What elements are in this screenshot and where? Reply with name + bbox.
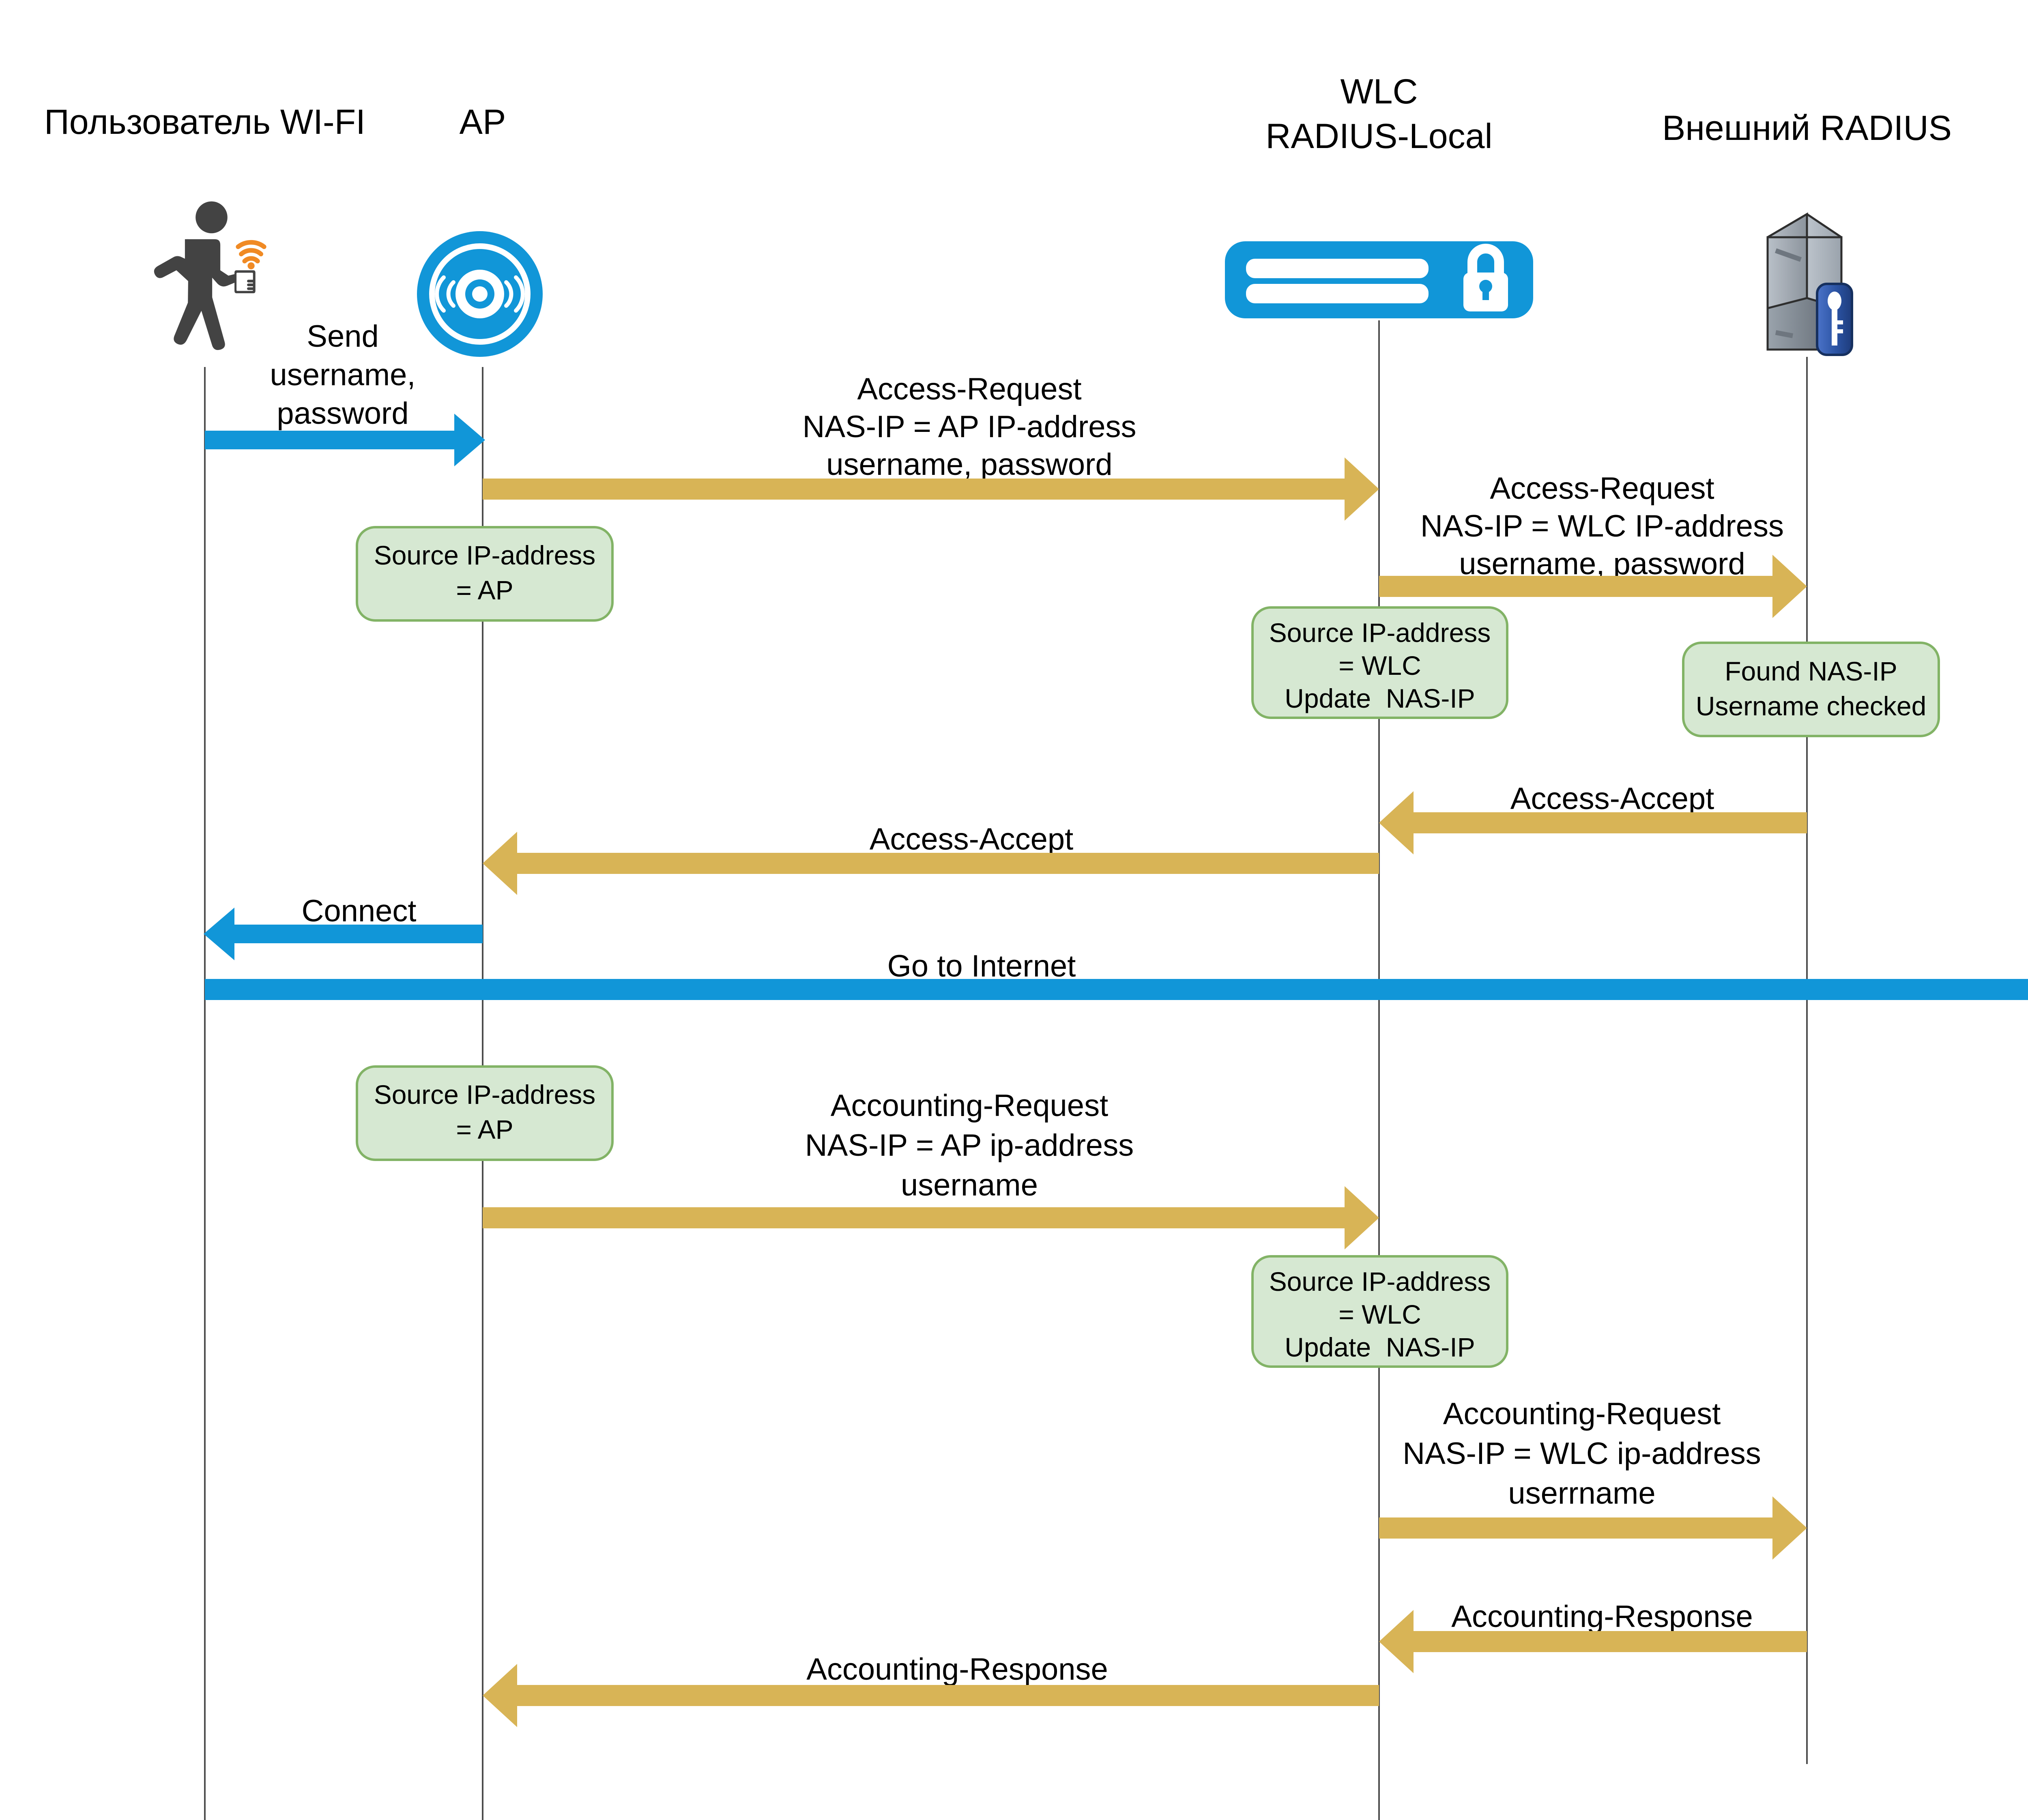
message-m11-arrow bbox=[483, 1664, 1379, 1727]
note-n2-line2: = WLC bbox=[1338, 650, 1421, 680]
message-m3-arrow bbox=[1379, 555, 1807, 618]
message-m6[interactable]: Connect bbox=[204, 894, 483, 960]
message-m3-label-line1: Access-Request bbox=[1490, 471, 1714, 506]
actor-header-user[interactable]: Пользователь WI-FI bbox=[44, 103, 365, 350]
message-m2-label-line3: username, password bbox=[826, 447, 1112, 482]
message-m5-label: Access-Accept bbox=[870, 822, 1074, 856]
message-m11-label: Accounting-Response bbox=[806, 1652, 1108, 1687]
note-n1-line1: Source IP-address bbox=[374, 540, 596, 570]
note-n4[interactable]: Source IP-address = AP bbox=[356, 1065, 614, 1161]
message-m6-arrow bbox=[204, 908, 483, 960]
message-m8[interactable]: Accounting-Request NAS-IP = AP ip-addres… bbox=[483, 1088, 1379, 1249]
note-n3-line2: Username checked bbox=[1696, 691, 1927, 721]
message-m8-label-line3: username bbox=[901, 1168, 1038, 1202]
actor-header-ap[interactable]: AP bbox=[417, 103, 543, 357]
message-m9-label-line2: NAS-IP = WLC ip-address bbox=[1403, 1436, 1761, 1471]
message-m5[interactable]: Access-Accept bbox=[483, 822, 1379, 895]
message-m1-label-line1: Send bbox=[307, 319, 379, 354]
actor-label-wlc-line2: RADIUS-Local bbox=[1265, 117, 1492, 156]
note-n3[interactable]: Found NAS-IP Username checked bbox=[1682, 642, 1940, 737]
actor-label-user: Пользователь WI-FI bbox=[44, 103, 365, 142]
message-m9-label-line1: Accounting-Request bbox=[1443, 1397, 1721, 1431]
message-m1[interactable]: Send username, password bbox=[205, 319, 485, 466]
note-n2-line1: Source IP-address bbox=[1269, 618, 1491, 648]
message-m7[interactable]: Go to Internet bbox=[205, 949, 2028, 1016]
note-n4-box bbox=[356, 1065, 614, 1161]
message-m7-arrow bbox=[205, 979, 2028, 1000]
access-point-icon bbox=[417, 231, 543, 357]
server-key-icon bbox=[1766, 212, 1853, 356]
note-n5-line2: = WLC bbox=[1338, 1299, 1421, 1329]
note-n4-line1: Source IP-address bbox=[374, 1080, 596, 1110]
actor-header-radius[interactable]: Внешний RADIUS bbox=[1662, 109, 1952, 356]
actor-label-radius: Внешний RADIUS bbox=[1662, 109, 1952, 148]
note-n5-box bbox=[1251, 1255, 1508, 1368]
message-m3-label-line3: username, password bbox=[1459, 547, 1745, 581]
message-m5-arrow bbox=[483, 832, 1379, 895]
message-m9-label-line3: userrname bbox=[1508, 1476, 1655, 1511]
message-m1-label-line2: username, bbox=[270, 358, 415, 392]
message-m2[interactable]: Access-Request NAS-IP = AP IP-address us… bbox=[483, 372, 1379, 521]
message-m9-arrow bbox=[1379, 1496, 1807, 1560]
message-m3[interactable]: Access-Request NAS-IP = WLC IP-address u… bbox=[1379, 471, 1807, 618]
message-m8-label-line1: Accounting-Request bbox=[831, 1088, 1108, 1123]
message-m2-label-line2: NAS-IP = AP IP-address bbox=[802, 410, 1136, 444]
message-m8-label-line2: NAS-IP = AP ip-address bbox=[805, 1128, 1134, 1163]
message-m4-label: Access-Accept bbox=[1510, 781, 1714, 816]
message-m1-arrow bbox=[205, 414, 485, 466]
message-m6-label: Connect bbox=[301, 894, 416, 928]
actor-label-wlc-line1: WLC bbox=[1340, 72, 1418, 111]
message-m10[interactable]: Accounting-Response bbox=[1379, 1599, 1807, 1673]
message-m2-arrow bbox=[483, 457, 1379, 521]
note-n4-line2: = AP bbox=[456, 1114, 513, 1144]
message-m4[interactable]: Access-Accept bbox=[1379, 781, 1807, 854]
note-n1[interactable]: Source IP-address = AP bbox=[356, 526, 614, 622]
note-n2-line3: Update NAS-IP bbox=[1285, 683, 1475, 713]
message-m4-arrow bbox=[1379, 791, 1807, 854]
note-n2-box bbox=[1251, 606, 1508, 719]
note-n5[interactable]: Source IP-address = WLC Update NAS-IP bbox=[1251, 1255, 1508, 1368]
actor-label-ap: AP bbox=[460, 103, 506, 142]
note-n3-box bbox=[1682, 642, 1940, 737]
note-n3-line1: Found NAS-IP bbox=[1725, 656, 1897, 686]
message-m11[interactable]: Accounting-Response bbox=[483, 1652, 1379, 1727]
note-n5-line1: Source IP-address bbox=[1269, 1266, 1491, 1296]
note-n5-line3: Update NAS-IP bbox=[1285, 1332, 1475, 1362]
message-m10-label: Accounting-Response bbox=[1451, 1599, 1753, 1634]
message-m3-label-line2: NAS-IP = WLC IP-address bbox=[1420, 509, 1784, 543]
note-n1-box bbox=[356, 526, 614, 622]
message-m10-arrow bbox=[1379, 1610, 1807, 1673]
wlc-lock-icon bbox=[1225, 241, 1533, 318]
actor-header-wlc[interactable]: WLC RADIUS-Local bbox=[1225, 72, 1533, 318]
message-m7-label: Go to Internet bbox=[887, 949, 1076, 983]
message-m2-label-line1: Access-Request bbox=[857, 372, 1081, 406]
message-m9[interactable]: Accounting-Request NAS-IP = WLC ip-addre… bbox=[1379, 1397, 1807, 1560]
walking-person-wifi-icon bbox=[154, 201, 266, 350]
note-n2[interactable]: Source IP-address = WLC Update NAS-IP bbox=[1251, 606, 1508, 719]
message-m8-arrow bbox=[483, 1186, 1379, 1249]
note-n1-line2: = AP bbox=[456, 575, 513, 605]
message-m1-label-line3: password bbox=[277, 396, 408, 431]
